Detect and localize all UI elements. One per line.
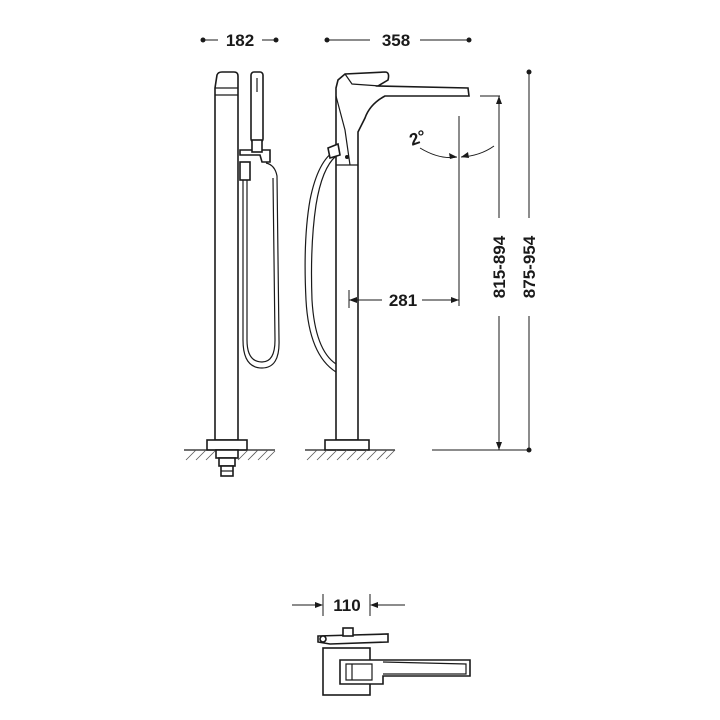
label-spout-height: 815-894 (490, 235, 509, 298)
label-angle: 2° (407, 126, 429, 149)
front-base (206, 439, 248, 451)
front-column (214, 71, 239, 441)
label-side-width: 358 (382, 31, 410, 50)
front-view: 182 (184, 31, 280, 477)
label-front-width: 182 (226, 31, 254, 50)
top-shower-holder (317, 633, 389, 645)
side-column (335, 71, 470, 441)
hand-shower (239, 71, 271, 181)
label-spout-reach: 281 (389, 291, 417, 310)
side-base (324, 439, 370, 451)
top-view: 110 (292, 594, 471, 696)
angle-indicator: 2° (407, 126, 495, 159)
dimension-side-width: 358 (324, 31, 472, 50)
dimension-front-width: 182 (200, 31, 279, 50)
dimension-total-height: 875-954 (432, 69, 539, 453)
hose-side (304, 149, 337, 373)
side-view: 358 (304, 31, 539, 461)
label-total-height: 875-954 (520, 235, 539, 298)
dimension-spout-reach: 281 (348, 290, 459, 310)
label-base-width: 110 (333, 596, 360, 615)
dimension-spout-height: 815-894 (480, 95, 509, 450)
dimension-base-width: 110 (292, 594, 405, 616)
hose-front (242, 162, 280, 369)
